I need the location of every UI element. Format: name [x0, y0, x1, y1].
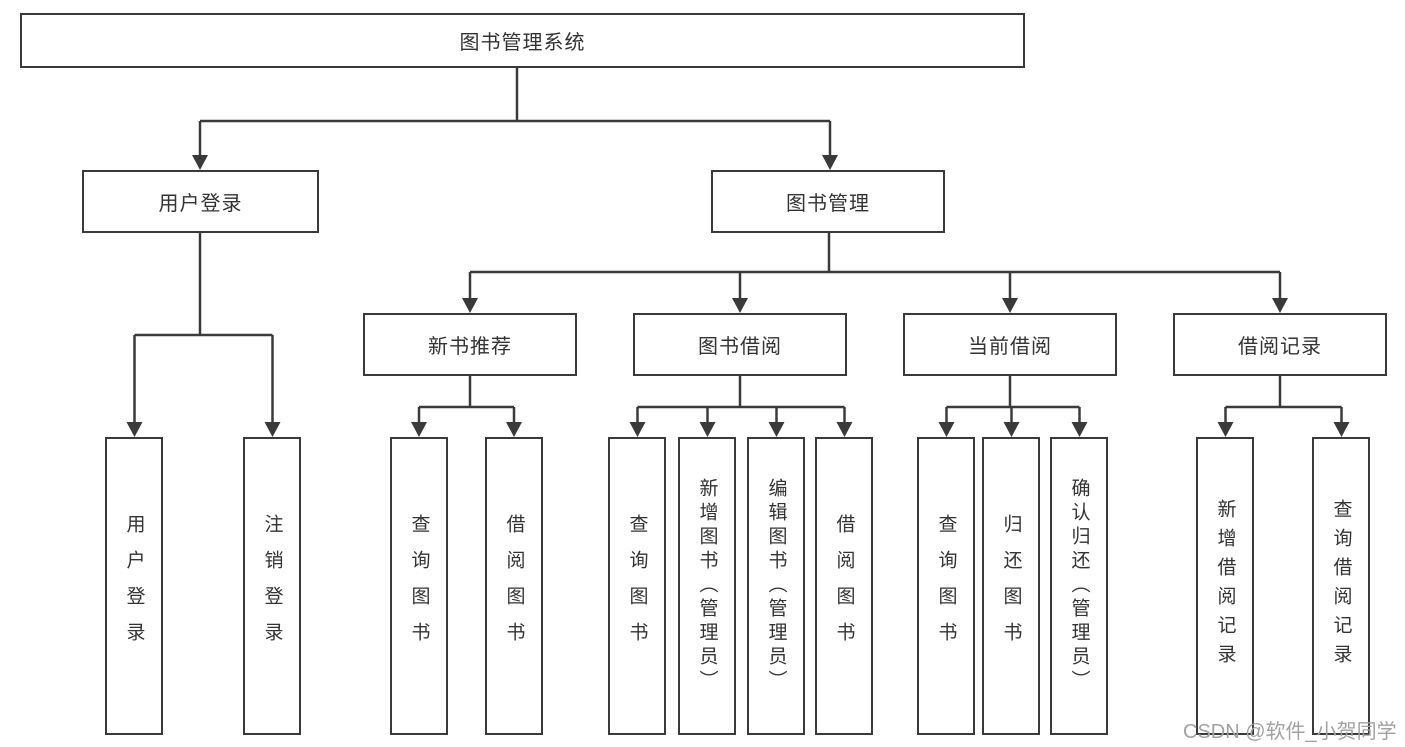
node-book-management: 图书管理: [711, 170, 945, 233]
node-borrowing-records: 借阅记录: [1173, 313, 1387, 376]
leaf-borrow-add-books-admin: 新增图书（管理员）: [678, 437, 736, 735]
leaf-user-login: 用户登录: [105, 437, 163, 735]
connector-newbook-to-leaves: [417, 376, 516, 423]
leaf-current-query-books: 查询图书: [917, 437, 975, 735]
leaf-current-return-books: 归还图书: [982, 437, 1040, 735]
connector-bookmgmt-to-level3: [468, 233, 1282, 299]
leaf-borrow-edit-books-admin: 编辑图书（管理员）: [747, 437, 805, 735]
connector-current-to-leaves: [945, 376, 1081, 423]
csdn-watermark: CSDN @软件_小贺同学: [1183, 721, 1397, 743]
leaf-record-query-borrow-record: 查询借阅记录: [1312, 437, 1370, 735]
node-library-management-system: 图书管理系统: [20, 13, 1025, 68]
node-new-book-recommend: 新书推荐: [363, 313, 577, 376]
leaf-newbook-query-books: 查询图书: [390, 437, 448, 735]
leaf-borrow-query-books: 查询图书: [608, 437, 666, 735]
node-current-borrowing: 当前借阅: [903, 313, 1117, 376]
connector-userlogin-to-leaves: [133, 233, 274, 423]
node-book-borrowing: 图书借阅: [633, 313, 847, 376]
arrowheads: [126, 155, 1350, 437]
connector-root-to-level2: [198, 68, 832, 156]
leaf-newbook-borrow-books: 借阅图书: [485, 437, 543, 735]
connector-borrow-to-leaves: [636, 376, 846, 423]
leaf-record-add-borrow-record: 新增借阅记录: [1196, 437, 1254, 735]
node-user-login: 用户登录: [82, 170, 319, 233]
connector-record-to-leaves: [1224, 376, 1343, 423]
leaf-logout: 注销登录: [243, 437, 301, 735]
leaf-current-confirm-return-admin: 确认归还（管理员）: [1050, 437, 1108, 735]
leaf-borrow-borrow-books: 借阅图书: [815, 437, 873, 735]
